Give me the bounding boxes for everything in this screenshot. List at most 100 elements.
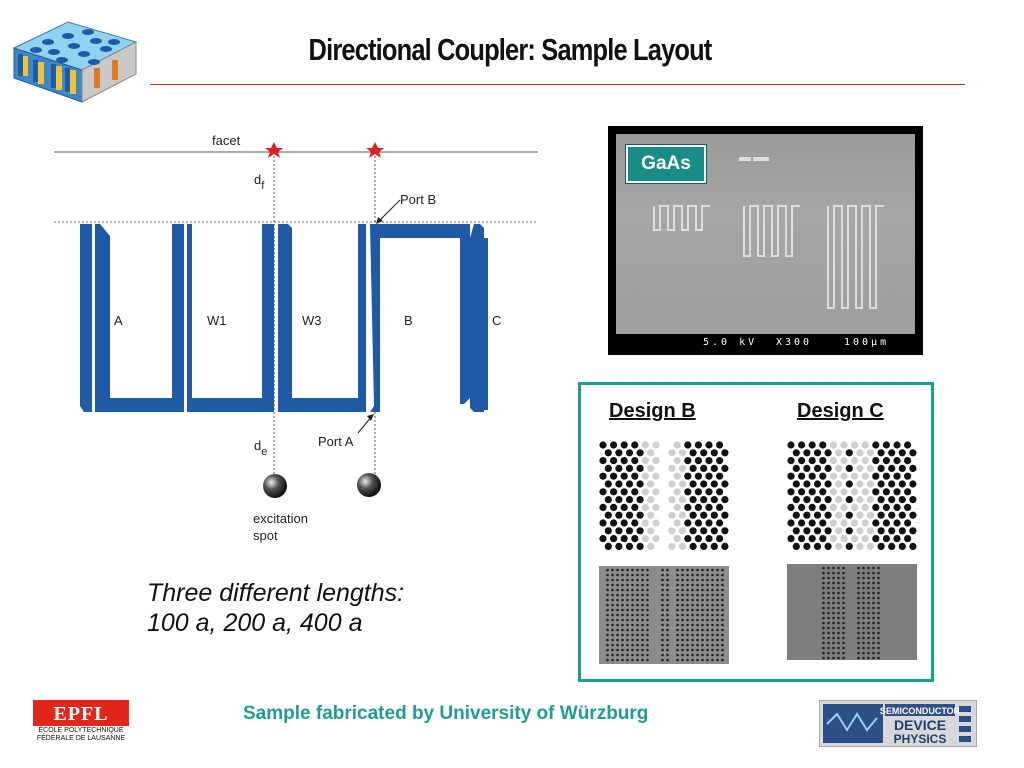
sem-hole: [872, 631, 875, 635]
epfl-caption-line2: FÉDÉRALE DE LAUSANNE: [36, 735, 126, 742]
sem-hole: [606, 583, 609, 587]
sem-hole: [691, 588, 694, 592]
sem-hole: [837, 606, 840, 610]
sem-hole: [691, 578, 694, 582]
sem-hole: [877, 616, 880, 620]
sem-hole: [661, 568, 664, 572]
channel-label-c: C: [492, 313, 501, 328]
sem-hole: [641, 633, 644, 637]
sem-hole: [606, 613, 609, 617]
lattice-hole: [904, 441, 912, 449]
sem-hole: [686, 618, 689, 622]
sem-hole: [616, 648, 619, 652]
sem-hole: [701, 598, 704, 602]
lattice-hole: [721, 511, 729, 519]
lattice-hole: [647, 527, 655, 535]
lattice-hole: [792, 480, 800, 488]
channel-label-b: B: [404, 313, 413, 328]
sem-hole: [661, 633, 664, 637]
lattice-hole: [716, 441, 724, 449]
sem-hole: [641, 583, 644, 587]
lattice-hole: [882, 472, 890, 480]
sem-hole: [842, 606, 845, 610]
lattice-hole: [625, 449, 634, 457]
sem-hole: [686, 638, 689, 642]
lattice-hole: [625, 496, 634, 504]
sem-hole: [857, 616, 860, 620]
lattice-hole: [631, 488, 639, 496]
lattice-hole: [872, 441, 880, 449]
lattice-hole: [668, 496, 676, 504]
sem-hole: [631, 648, 634, 652]
sem-hole: [721, 573, 724, 577]
lattice-hole: [877, 542, 885, 550]
sem-hole: [716, 633, 719, 637]
sem-hole: [676, 633, 679, 637]
lattice-hole: [716, 457, 724, 465]
lattice-hole: [829, 503, 837, 511]
lattice-hole: [657, 480, 665, 488]
epfl-caption: ÉCOLE POLYTECHNIQUE FÉDÉRALE DE LAUSANNE: [33, 727, 129, 743]
sem-hole: [832, 571, 835, 575]
lattice-hole: [620, 441, 628, 449]
sem-hole: [696, 583, 699, 587]
photonic-crystal-logo: [12, 21, 138, 103]
sem-hole: [832, 621, 835, 625]
sem-hole: [832, 591, 835, 595]
lattice-hole: [721, 480, 729, 488]
lattice-hole: [615, 511, 623, 519]
sem-hole: [606, 653, 609, 657]
lattice-hole: [904, 488, 912, 496]
lattice-hole: [620, 488, 628, 496]
sem-hole: [711, 588, 714, 592]
lattice-hole: [636, 480, 644, 488]
sem-hole: [611, 603, 614, 607]
lattice-hole: [694, 488, 702, 496]
sem-hole: [626, 633, 629, 637]
sem-hole: [611, 608, 614, 612]
lattice-hole: [877, 511, 885, 519]
sem-hole: [827, 646, 830, 650]
sem-hole: [616, 633, 619, 637]
sem-hole: [681, 603, 684, 607]
lattice-hole: [678, 496, 687, 504]
lattice-hole: [898, 527, 906, 535]
lattice-hole: [872, 519, 880, 527]
sem-hole: [867, 591, 870, 595]
sem-hole: [676, 568, 679, 572]
fabrication-note: Sample fabricated by University of Würzb…: [243, 703, 649, 724]
sem-hole: [641, 648, 644, 652]
sem-hole: [626, 608, 629, 612]
sem-hole: [827, 596, 830, 600]
sem-hole: [822, 651, 825, 655]
sem-hole: [676, 623, 679, 627]
lattice-hole: [819, 488, 827, 496]
lattice-hole: [710, 496, 718, 504]
lattice-hole: [893, 472, 901, 480]
sem-hole: [666, 568, 669, 572]
sem-waveguide-patterns: [653, 157, 884, 309]
sem-hole: [701, 628, 704, 632]
lattice-hole: [808, 457, 816, 465]
sem-hole: [822, 646, 825, 650]
epfl-caption-line1: ÉCOLE POLYTECHNIQUE: [38, 727, 124, 734]
sem-hole: [711, 608, 714, 612]
sem-hole: [611, 648, 614, 652]
sem-hole: [872, 566, 875, 570]
lattice-hole: [909, 496, 917, 504]
sem-hole: [706, 613, 709, 617]
lattice-hole: [798, 441, 806, 449]
sem-hole: [676, 628, 679, 632]
df-label: df: [254, 172, 265, 192]
sem-hole: [872, 626, 875, 630]
lattice-hole: [888, 542, 896, 550]
lattice-hole: [668, 542, 676, 550]
lattice-hole: [716, 503, 724, 511]
sem-hole: [711, 598, 714, 602]
sem-hole: [827, 576, 830, 580]
sem-hole: [696, 633, 699, 637]
lattice-hole: [631, 457, 639, 465]
sem-hole: [666, 653, 669, 657]
lattice-hole: [610, 519, 618, 527]
lattice-hole: [835, 480, 843, 488]
